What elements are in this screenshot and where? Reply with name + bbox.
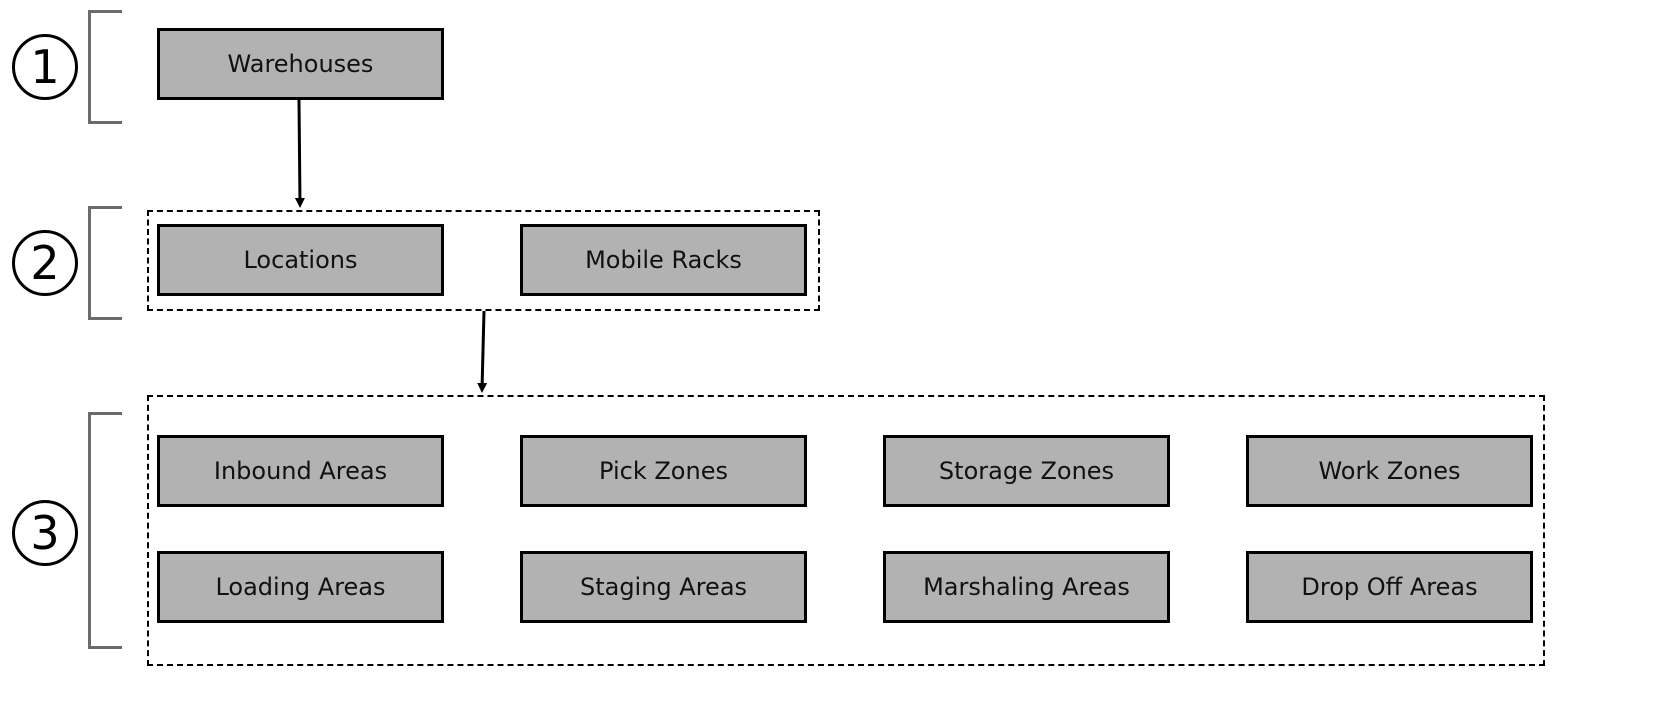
node-work-zones: Work Zones bbox=[1246, 435, 1533, 507]
node-drop-off-areas: Drop Off Areas bbox=[1246, 551, 1533, 623]
level-3-bracket bbox=[88, 412, 122, 649]
node-pick-zones: Pick Zones bbox=[520, 435, 807, 507]
level-2-group bbox=[147, 210, 820, 311]
node-mobile-racks: Mobile Racks bbox=[520, 224, 807, 296]
arrow-level-2-to-level-3 bbox=[477, 310, 488, 393]
node-inbound-areas: Inbound Areas bbox=[157, 435, 444, 507]
level-2-marker: 2 bbox=[12, 230, 78, 296]
node-staging-areas: Staging Areas bbox=[520, 551, 807, 623]
level-3-group bbox=[147, 395, 1545, 666]
node-warehouses: Warehouses bbox=[157, 28, 444, 100]
node-storage-zones: Storage Zones bbox=[883, 435, 1170, 507]
node-marshaling-areas: Marshaling Areas bbox=[883, 551, 1170, 623]
level-1-marker: 1 bbox=[12, 34, 78, 100]
level-3-marker: 3 bbox=[12, 500, 78, 566]
level-1-bracket bbox=[88, 10, 122, 124]
level-2-bracket bbox=[88, 206, 122, 320]
node-loading-areas: Loading Areas bbox=[157, 551, 444, 623]
arrow-warehouses-to-level-2 bbox=[294, 99, 305, 208]
node-locations: Locations bbox=[157, 224, 444, 296]
